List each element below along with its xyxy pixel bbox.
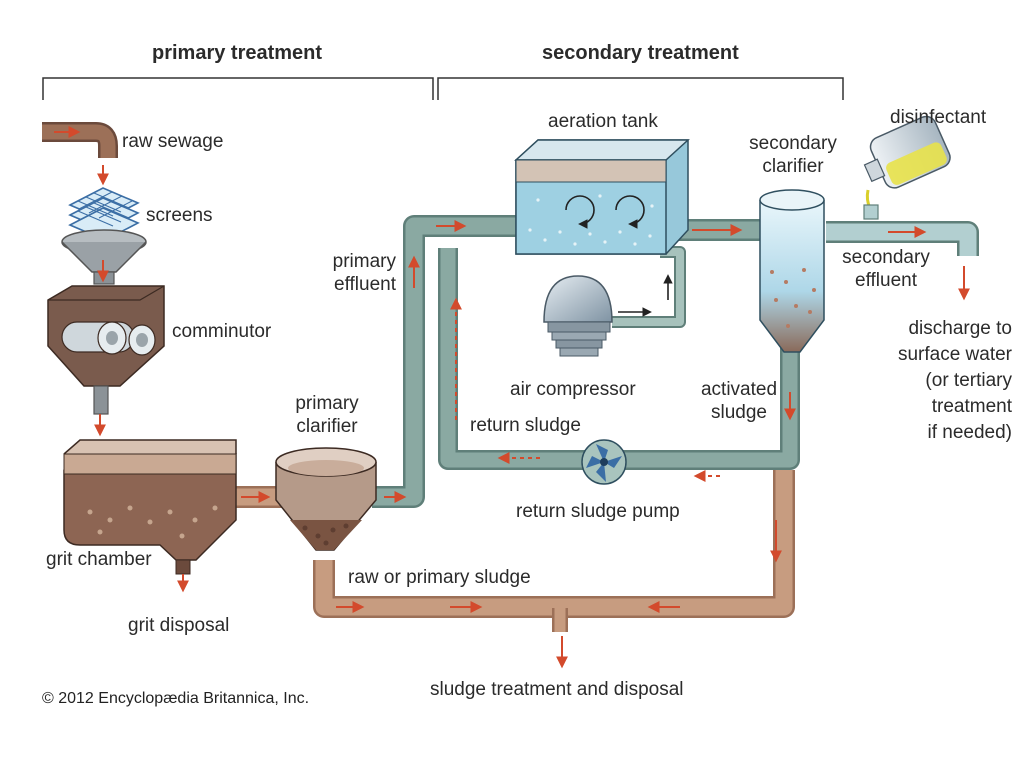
primary-clarifier-tank bbox=[275, 447, 377, 551]
grit-chamber-label: grit chamber bbox=[46, 549, 152, 570]
discharge-label-line: discharge to bbox=[908, 318, 1012, 339]
comminutor-unit bbox=[47, 285, 165, 415]
activated-sludge-label-line: activated bbox=[700, 379, 778, 400]
secondary-clarifier-label-line: clarifier bbox=[762, 156, 824, 177]
activated-sludge-label-line: sludge bbox=[711, 402, 767, 423]
copyright-notice: © 2012 Encyclopædia Britannica, Inc. bbox=[42, 690, 310, 707]
secondary-treatment-bracket bbox=[437, 77, 844, 100]
secondary-effluent-label-line: secondary bbox=[842, 247, 930, 268]
aeration-tank-label: aeration tank bbox=[548, 111, 658, 132]
raw-or-primary-sludge-label: raw or primary sludge bbox=[348, 567, 531, 588]
secondary-clarifier-tank bbox=[759, 189, 825, 353]
return-sludge-label: return sludge bbox=[470, 415, 581, 436]
secondary-treatment-heading: secondary treatment bbox=[542, 42, 739, 64]
return-sludge-pump-unit bbox=[581, 439, 627, 485]
secondary-clarifier-label-line: secondary bbox=[749, 133, 837, 154]
discharge-label-line: treatment bbox=[931, 396, 1012, 417]
return-sludge-pump-label: return sludge pump bbox=[516, 501, 680, 522]
activated-sludge-label: activated sludge bbox=[692, 378, 786, 424]
sludge-treatment-label: sludge treatment and disposal bbox=[430, 679, 684, 700]
discharge-label: discharge to surface water (or tertiary … bbox=[880, 316, 1012, 446]
primary-effluent-label-line: effluent bbox=[334, 274, 396, 295]
primary-clarifier-label-line: clarifier bbox=[296, 416, 358, 437]
primary-effluent-label: primary effluent bbox=[310, 250, 396, 296]
primary-treatment-heading: primary treatment bbox=[152, 42, 323, 64]
raw-sewage-label: raw sewage bbox=[122, 131, 224, 152]
primary-effluent-label-line: primary bbox=[332, 251, 396, 272]
discharge-label-line: surface water bbox=[897, 344, 1012, 365]
raw-sewage-pipe bbox=[42, 122, 118, 158]
discharge-label-line: if needed) bbox=[927, 422, 1012, 443]
secondary-effluent-label-line: effluent bbox=[855, 270, 917, 291]
air-arrows bbox=[618, 274, 673, 317]
comminutor-label: comminutor bbox=[172, 321, 272, 342]
grit-chamber-tank bbox=[63, 439, 237, 575]
aeration-tank-basin bbox=[514, 139, 690, 255]
grit-disposal-label: grit disposal bbox=[128, 615, 230, 636]
primary-treatment-bracket bbox=[42, 77, 434, 100]
air-compressor-label: air compressor bbox=[510, 379, 636, 400]
flow-arrows bbox=[54, 126, 970, 669]
screens-funnel bbox=[61, 229, 147, 285]
disinfectant-label: disinfectant bbox=[890, 107, 987, 128]
screens-label: screens bbox=[146, 205, 213, 226]
discharge-label-line: (or tertiary bbox=[925, 370, 1012, 391]
air-compressor-unit bbox=[543, 275, 613, 357]
primary-clarifier-label: primary clarifier bbox=[282, 392, 372, 438]
primary-clarifier-label-line: primary bbox=[295, 393, 359, 414]
secondary-effluent-label: secondary effluent bbox=[832, 246, 940, 292]
secondary-clarifier-label: secondary clarifier bbox=[738, 132, 848, 178]
disinfectant-container bbox=[863, 115, 951, 220]
